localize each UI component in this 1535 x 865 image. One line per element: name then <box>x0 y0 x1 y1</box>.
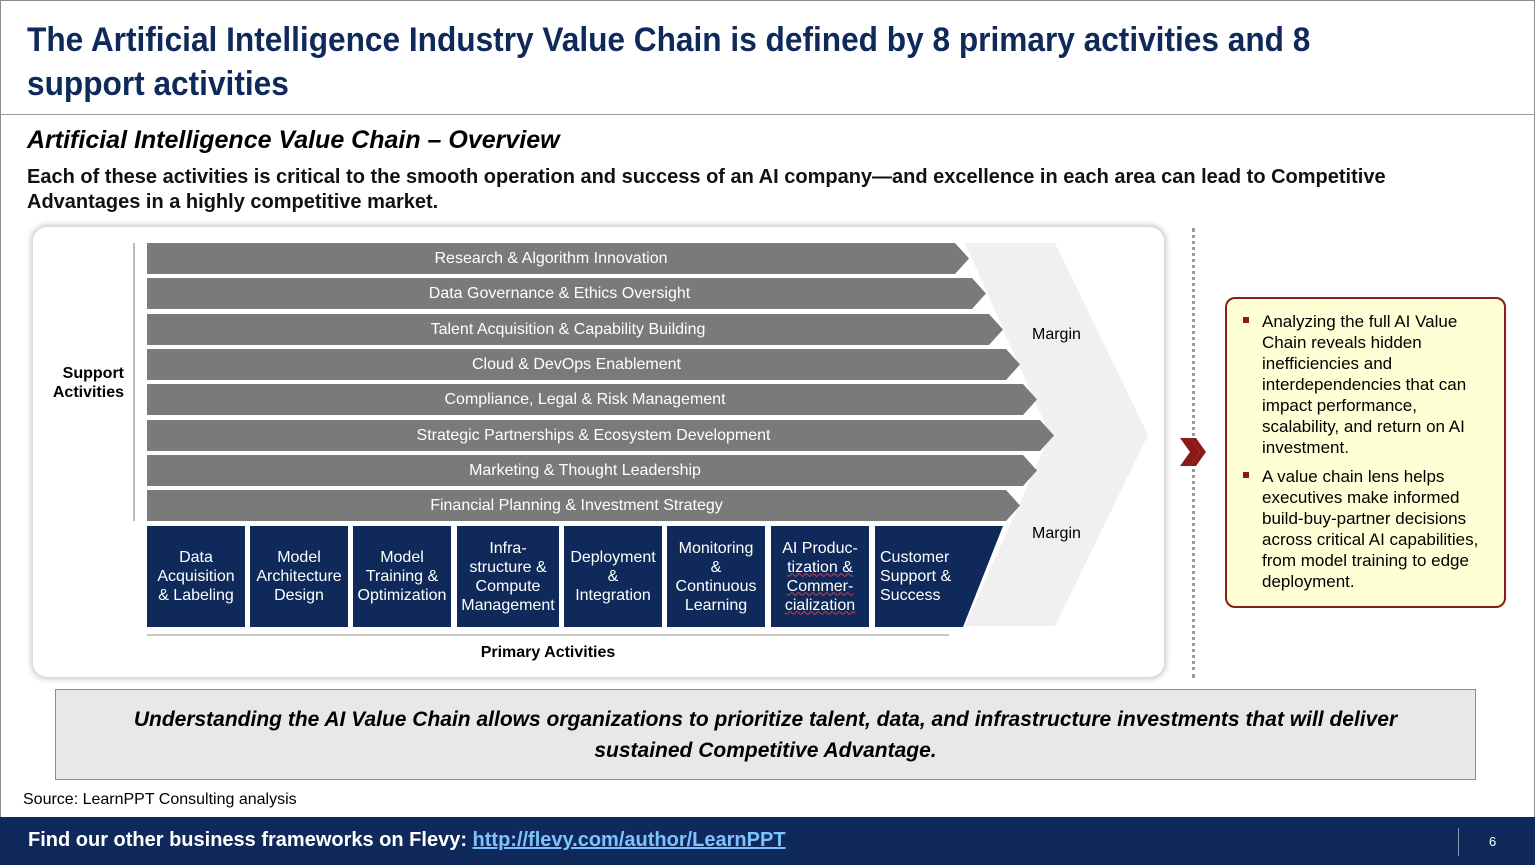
support-activity-label: Talent Acquisition & Capability Building <box>430 321 706 338</box>
primary-activity-line: Model <box>380 549 424 566</box>
support-activity-label: Marketing & Thought Leadership <box>469 462 701 479</box>
primary-activity-line: Infra- <box>489 539 527 557</box>
support-bar <box>147 455 1037 486</box>
primary-activity-line: Continuous <box>675 577 757 595</box>
flevy-link[interactable]: http://flevy.com/author/LearnPPT <box>472 829 786 851</box>
primary-activity-line: Design <box>274 587 324 604</box>
summary-text: Understanding the AI Value Chain allows … <box>133 707 1398 762</box>
margin-label-top: Margin <box>1032 326 1081 343</box>
page-title: The Artificial Intelligence Industry Val… <box>27 21 1311 103</box>
callout-bullet-1: Analyzing the full AI Value Chain reveal… <box>1241 311 1490 458</box>
primary-divider <box>147 634 949 636</box>
primary-activity-line: Learning <box>684 596 748 614</box>
support-bar <box>147 384 1037 415</box>
support-bar <box>147 420 1054 451</box>
primary-activity-box: Deployment & Integration <box>564 526 662 627</box>
support-bar <box>147 278 986 309</box>
support-activity-label: Financial Planning & Investment Strategy <box>430 497 723 514</box>
primary-activity-line: Management <box>461 596 555 614</box>
primary-activity-line: Commer- <box>786 577 854 595</box>
lead-text: Each of these activities is critical to … <box>27 166 1386 213</box>
support-bar <box>147 349 1020 380</box>
primary-activity-line: & <box>710 558 722 576</box>
support-bar <box>147 490 1020 521</box>
square-bullet-icon <box>1243 317 1249 323</box>
primary-activity-line: Acquisition <box>157 568 235 585</box>
primary-activity-box: AI Produc-tization &Commer-cialization <box>771 526 869 627</box>
primary-activity-line: Architecture <box>256 568 342 585</box>
margin-arrow-shape <box>965 243 1148 626</box>
primary-activity-line: Integration <box>575 587 651 604</box>
margin-label-bottom: Margin <box>1032 525 1081 542</box>
support-bar <box>147 314 1003 345</box>
primary-activity-line: Compute <box>475 577 541 595</box>
support-activity-label: Compliance, Legal & Risk Management <box>444 391 726 408</box>
support-activity-label: Research & Algorithm Innovation <box>434 250 668 267</box>
insight-callout: Analyzing the full AI Value Chain reveal… <box>1225 297 1506 608</box>
primary-activity-text: Deployment & Integration <box>570 548 655 605</box>
primary-activity-line: Customer <box>880 549 950 566</box>
support-activity-label: Cloud & DevOps Enablement <box>472 356 681 373</box>
footer-bar <box>0 817 1535 865</box>
primary-activity-line: structure & <box>469 558 547 576</box>
support-activities-label: Support Activities <box>52 365 124 401</box>
primary-activity-line: Monitoring <box>678 539 754 557</box>
support-divider <box>133 243 135 521</box>
primary-activity-line: cialization <box>784 596 856 614</box>
title-divider <box>1 114 1534 115</box>
primary-activity-line: Deployment <box>570 549 656 566</box>
primary-activity-line: AI Produc- <box>782 539 858 557</box>
double-chevron-right-icon <box>1180 438 1206 466</box>
footer-text: Find our other business frameworks on Fl… <box>28 829 786 851</box>
callout-bullet-2: A value chain lens helps executives make… <box>1241 466 1490 592</box>
primary-activities-label: Primary Activities <box>480 644 616 661</box>
primary-activity-line: & Labeling <box>158 587 234 604</box>
primary-activity-line: Success <box>880 587 941 604</box>
page-number: 6 <box>1489 834 1497 849</box>
support-activity-label: Strategic Partnerships & Ecosystem Devel… <box>416 427 771 444</box>
source-note: Source: LearnPPT Consulting analysis <box>23 791 297 808</box>
primary-activity-line: Model <box>277 549 321 566</box>
primary-activity-text: AI Produc-tization &Commer-cialization <box>782 539 858 615</box>
primary-activity-line: Data <box>179 549 213 566</box>
support-activity-label: Data Governance & Ethics Oversight <box>428 285 691 302</box>
primary-activity-line: Training & <box>365 568 439 585</box>
primary-activity-line: Optimization <box>357 587 447 604</box>
primary-activity-line: & <box>607 568 619 585</box>
summary-box: Understanding the AI Value Chain allows … <box>55 689 1476 780</box>
footer-divider <box>1458 828 1459 856</box>
primary-activity-line: Support & <box>880 568 952 585</box>
support-bar <box>147 243 969 274</box>
section-subtitle: Artificial Intelligence Value Chain – Ov… <box>27 126 560 154</box>
primary-activity-line: tization & <box>787 558 853 576</box>
square-bullet-icon <box>1243 472 1249 478</box>
